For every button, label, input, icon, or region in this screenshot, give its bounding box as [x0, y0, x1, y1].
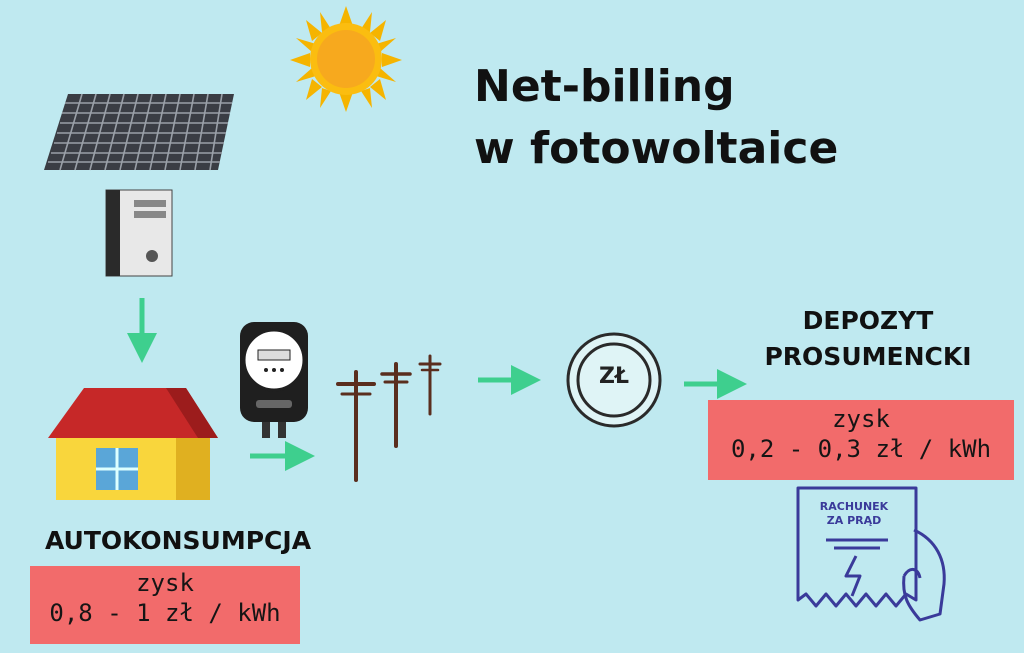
- prosumer-deposit-label-line2: PROSUMENCKI: [764, 342, 972, 371]
- self-consumption-gain-label: zysk: [136, 569, 194, 597]
- coin-icon: [566, 332, 662, 428]
- electric-meter-icon: [240, 322, 308, 438]
- page-title: Net-billing w fotowoltaice: [474, 56, 838, 180]
- prosumer-deposit-gain-box: zysk 0,2 - 0,3 zł / kWh: [708, 400, 1014, 480]
- self-consumption-label: AUTOKONSUMPCJA: [44, 526, 312, 555]
- self-consumption-gain-value: 0,8 - 1 zł / kWh: [49, 599, 281, 627]
- title-line-1: Net-billing: [474, 61, 735, 112]
- prosumer-deposit-gain-label: zysk: [832, 405, 890, 433]
- title-line-2: w fotowoltaice: [474, 123, 839, 174]
- coin-label: ZŁ: [598, 364, 630, 389]
- power-poles-icon: [336, 354, 442, 482]
- prosumer-deposit-gain-value: 0,2 - 0,3 zł / kWh: [730, 435, 992, 463]
- house-icon: [48, 388, 218, 500]
- self-consumption-gain-box: zysk 0,8 - 1 zł / kWh: [30, 566, 300, 644]
- prosumer-deposit-label-line1: DEPOZYT: [802, 306, 934, 335]
- receipt-line-1: RACHUNEK: [819, 500, 889, 513]
- receipt-text: RACHUNEK ZA PRĄD: [804, 500, 904, 528]
- prosumer-deposit-label: DEPOZYT PROSUMENCKI: [712, 303, 1024, 375]
- receipt-hand-icon: [796, 486, 946, 622]
- receipt-line-2: ZA PRĄD: [826, 514, 882, 527]
- solar-panel-icon: [44, 93, 234, 171]
- sun-icon: [290, 6, 402, 112]
- inverter-icon: [105, 189, 173, 277]
